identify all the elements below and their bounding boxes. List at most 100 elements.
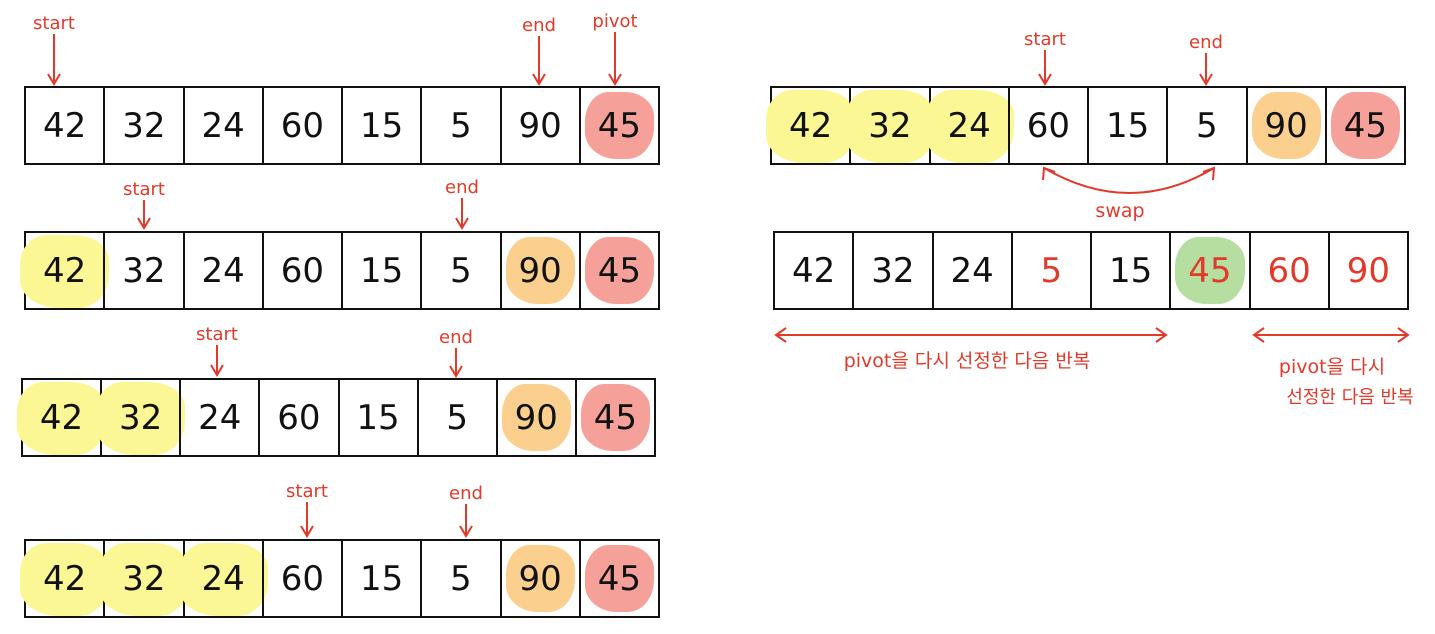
array-cell: 32: [99, 539, 189, 618]
array-cell: 15: [337, 378, 419, 457]
cell-value: 5: [446, 397, 468, 438]
cell-value: 42: [788, 105, 833, 146]
array-cell: 60: [1248, 231, 1330, 310]
yellow-highlight: [99, 543, 189, 616]
yellow-highlight: [178, 543, 268, 616]
cell-value: 42: [42, 250, 87, 291]
cell-value: 32: [119, 397, 163, 438]
cell-value: 15: [359, 558, 404, 599]
array-cell: 90: [499, 231, 581, 310]
start-marker-row-1: start: [27, 14, 81, 86]
yellow-highlight: [766, 90, 856, 163]
cell-value: 45: [597, 558, 641, 599]
yellow-highlight: [20, 235, 110, 308]
cell-value: 5: [450, 250, 472, 291]
array-cell: 24: [179, 378, 261, 457]
yellow-highlight: [20, 543, 110, 616]
cell-value: 45: [597, 250, 641, 291]
red-highlight: [580, 384, 650, 451]
yellow-highlight: [17, 382, 107, 455]
cell-value: 90: [1346, 250, 1390, 291]
down-arrow-icon: [210, 345, 224, 377]
cell-value: 24: [198, 397, 242, 438]
orange-highlight: [1251, 92, 1321, 159]
end-marker-row-4: end: [440, 484, 492, 538]
end-label: end: [449, 483, 483, 504]
array-cell: 90: [499, 86, 581, 165]
down-arrow-icon: [137, 200, 151, 230]
orange-highlight: [501, 384, 571, 451]
down-arrow-icon: [449, 348, 463, 378]
array-cell: 45: [1169, 231, 1251, 310]
cell-value: 5: [450, 105, 472, 146]
cell-value: 32: [122, 250, 166, 291]
cell-value: 45: [593, 397, 638, 438]
cell-value: 60: [280, 105, 324, 146]
start-label: start: [286, 481, 328, 502]
array-cell: 42: [20, 539, 110, 618]
red-highlight: [584, 237, 654, 304]
cell-value: 5: [1196, 105, 1218, 146]
array-cell: 90: [1327, 231, 1409, 310]
end-label: end: [1189, 32, 1223, 53]
cell-value: 24: [947, 105, 991, 146]
yellow-highlight: [924, 90, 1014, 163]
pivot-label: pivot: [592, 11, 638, 32]
array-cell: 24: [182, 231, 264, 310]
red-highlight: [584, 545, 654, 612]
yellow-highlight: [845, 90, 935, 163]
array-cell: 32: [852, 231, 934, 310]
cell-value: 90: [518, 558, 562, 599]
orange-highlight: [505, 545, 575, 612]
array-cell: 42: [773, 231, 855, 310]
down-arrow-icon: [1199, 53, 1213, 86]
cell-value: 90: [514, 397, 558, 438]
left-repeat-note: pivot을 다시 선정한 다음 반복: [843, 350, 1091, 372]
cell-value: 60: [1026, 105, 1070, 146]
yellow-highlight: [96, 382, 186, 455]
start-marker-row-3: start: [190, 325, 244, 377]
cell-value: 90: [518, 105, 562, 146]
end-marker-row-3: end: [430, 328, 482, 378]
array-cell: 45: [578, 231, 660, 310]
cell-value: 32: [122, 105, 166, 146]
pivot-marker: pivot: [590, 12, 640, 86]
cell-value: 5: [1040, 250, 1063, 291]
cell-value: 60: [1267, 250, 1311, 291]
array-cell: 60: [261, 231, 343, 310]
cell-value: 24: [201, 250, 245, 291]
cell-value: 90: [1264, 105, 1308, 146]
array-cell: 15: [1090, 231, 1172, 310]
array-cell: 42: [766, 86, 856, 165]
cell-value: 24: [201, 105, 245, 146]
array-cell: 32: [103, 231, 185, 310]
cell-value: 90: [518, 250, 562, 291]
right-repeat-note-line-2: 선정한 다음 반복: [1286, 387, 1414, 408]
start-label: start: [196, 324, 238, 345]
start-label: start: [33, 13, 75, 34]
array-cell: 90: [499, 539, 581, 618]
cell-value: 32: [868, 105, 912, 146]
array-cell: 32: [96, 378, 186, 457]
array-cell: 15: [341, 539, 423, 618]
array-row-3: 42 32 24 60 15 5 90 45: [17, 378, 656, 457]
start-marker-row-5: start: [1018, 30, 1072, 86]
array-cell: 45: [1324, 86, 1406, 165]
array-cell: 32: [845, 86, 935, 165]
red-highlight: [584, 92, 654, 159]
cell-value: 60: [277, 397, 321, 438]
array-cell: 32: [103, 86, 185, 165]
cell-value: 45: [597, 105, 641, 146]
cell-value: 60: [280, 250, 324, 291]
end-marker-row-2: end: [436, 178, 488, 230]
cell-value: 42: [39, 397, 84, 438]
array-cell: 90: [495, 378, 577, 457]
down-arrow-icon: [459, 504, 473, 538]
